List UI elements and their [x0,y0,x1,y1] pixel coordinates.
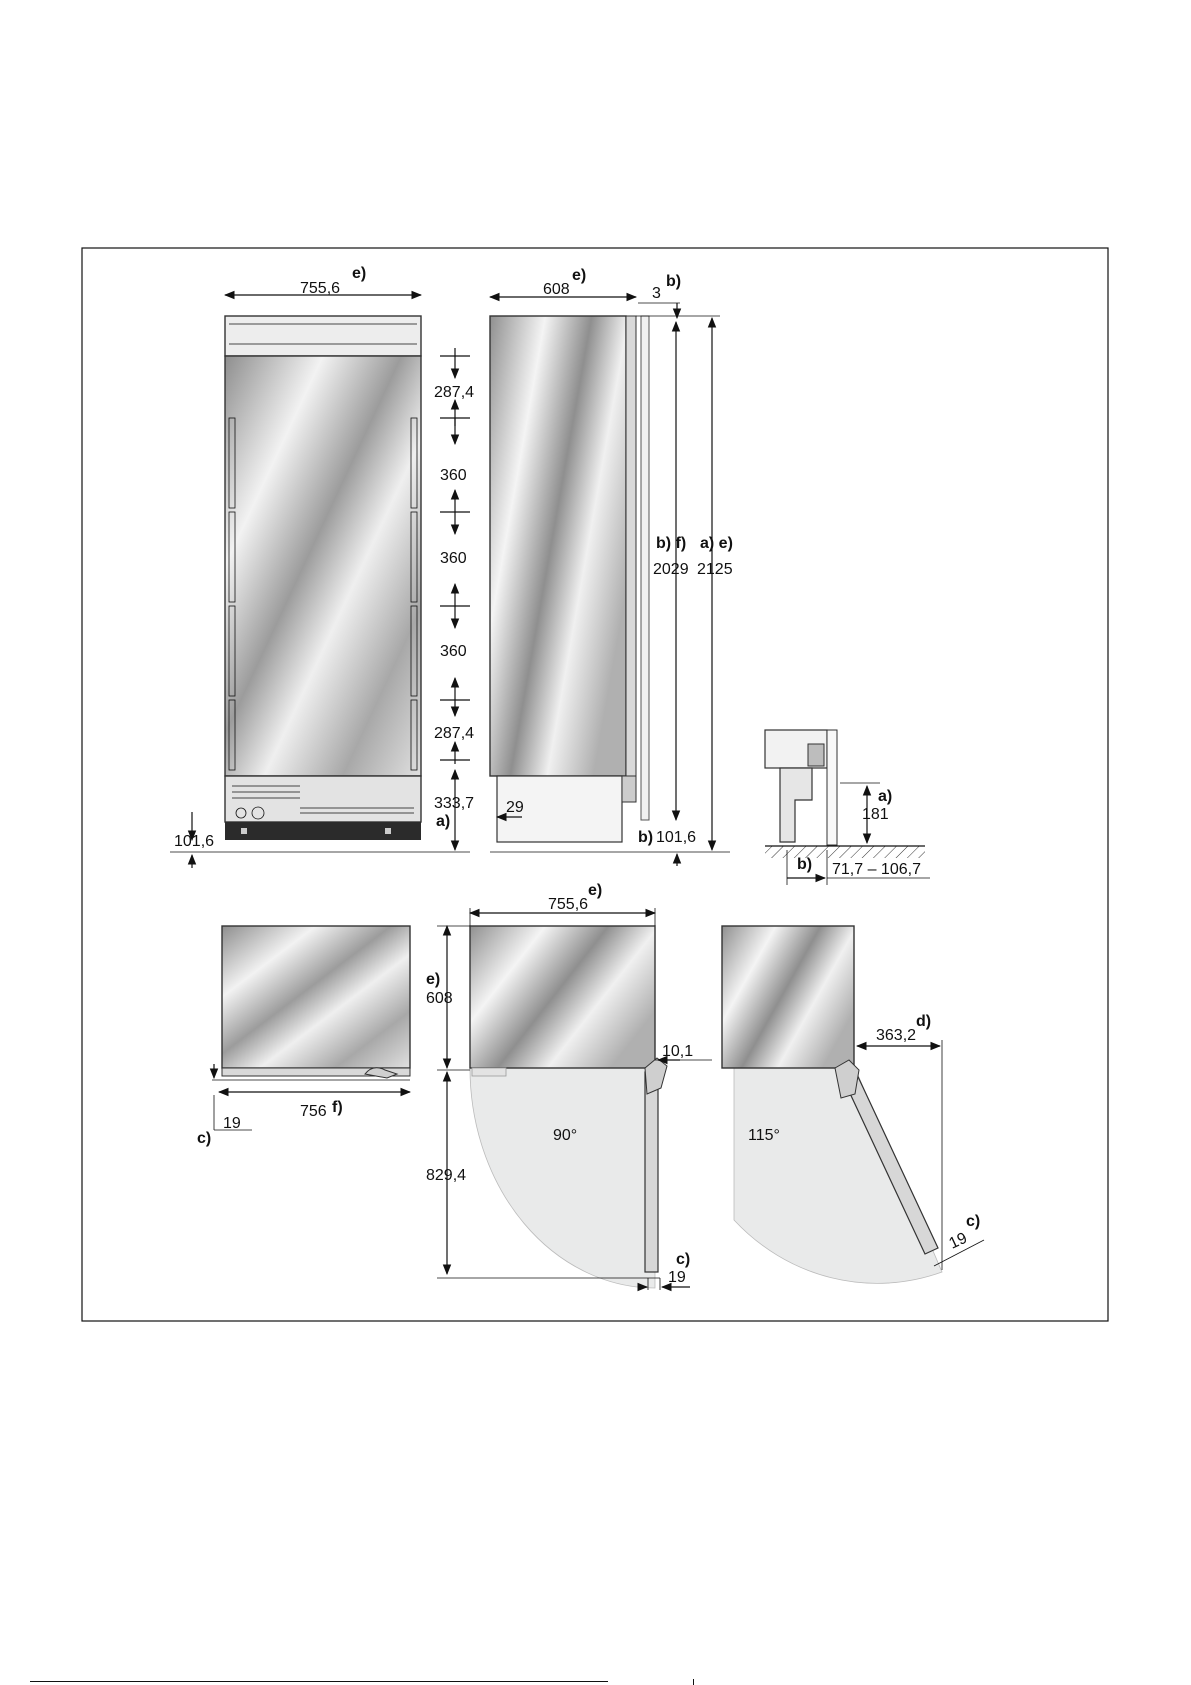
angle-115: 115° [748,1127,780,1144]
front-width-note: e) [352,265,366,282]
hinge-spacing-4: 360 [440,643,467,660]
side-view: 608 e) 3 b) b) f) 2029 a) e) 2125 29 b) … [490,267,733,866]
door-height-value: 2029 [653,561,689,578]
closed-panel-note: c) [197,1130,211,1147]
footer-tick [693,1679,694,1685]
clearance-value: 363,2 [876,1027,916,1044]
footer-line [30,1681,608,1682]
swing-depth-value: 829,4 [426,1167,466,1184]
detail-range-note: b) [797,856,812,873]
open90-panel-value: 19 [668,1269,686,1286]
open90-width-note: e) [588,882,602,899]
detail-height-value: 181 [862,806,889,823]
total-height-value: 2125 [697,561,733,578]
hinge-spacing-1: 287,4 [434,384,474,401]
open90-depth-note: e) [426,971,440,988]
bottom-note: b) [638,829,653,846]
detail-view: 181 a) b) 71,7 – 106,7 [765,730,930,885]
hinge-spacing-3: 360 [440,550,467,567]
hinge-spacing-2: 360 [440,467,467,484]
gap-value: 3 [652,285,661,302]
side-depth-value: 608 [543,281,570,298]
plinth-value: 101,6 [174,833,214,850]
floor-hatch [765,846,925,858]
base-height-note: a) [436,813,450,830]
front-view: 755,6 e) 287,4 360 360 360 287,4 333,7 a… [170,265,474,868]
base-height-value: 333,7 [434,795,474,812]
side-cabinet [490,316,626,776]
angle-90: 90° [553,1127,577,1144]
closed-panel-value: 19 [223,1115,241,1132]
clearance-note: d) [916,1013,931,1030]
door-height-note: b) f) [656,535,686,552]
front-plinth [225,822,421,840]
front-width-value: 755,6 [300,280,340,297]
open90-width-value: 755,6 [548,896,588,913]
toe-kick-value: 29 [506,799,524,816]
top-view-90: 755,6 e) e) 608 10,1 829,4 90° c) 19 [426,882,712,1290]
closed-width-value: 756 [300,1103,327,1120]
detail-range-value: 71,7 – 106,7 [832,861,921,878]
open90-depth-value: 608 [426,990,453,1007]
front-door-panel [225,356,421,776]
swing-area-115 [734,1068,942,1283]
side-depth-note: e) [572,267,586,284]
top-view-115: 363,2 d) 115° c) 19 [722,926,984,1283]
closed-width-note: f) [332,1099,343,1116]
open90-offset-value: 10,1 [662,1043,693,1060]
open90-panel-note: c) [676,1251,690,1268]
side-door-panel [641,316,649,820]
open115-panel-note: c) [966,1213,980,1230]
front-grille [225,776,421,822]
bottom-value: 101,6 [656,829,696,846]
gap-note: b) [666,273,681,290]
top-view-closed: 756 f) c) 19 [197,926,410,1147]
hinge-spacing-5: 287,4 [434,725,474,742]
detail-height-note: a) [878,788,892,805]
total-height-note: a) e) [700,535,733,552]
swing-area-90 [470,1068,655,1288]
front-top-plate [225,316,421,356]
